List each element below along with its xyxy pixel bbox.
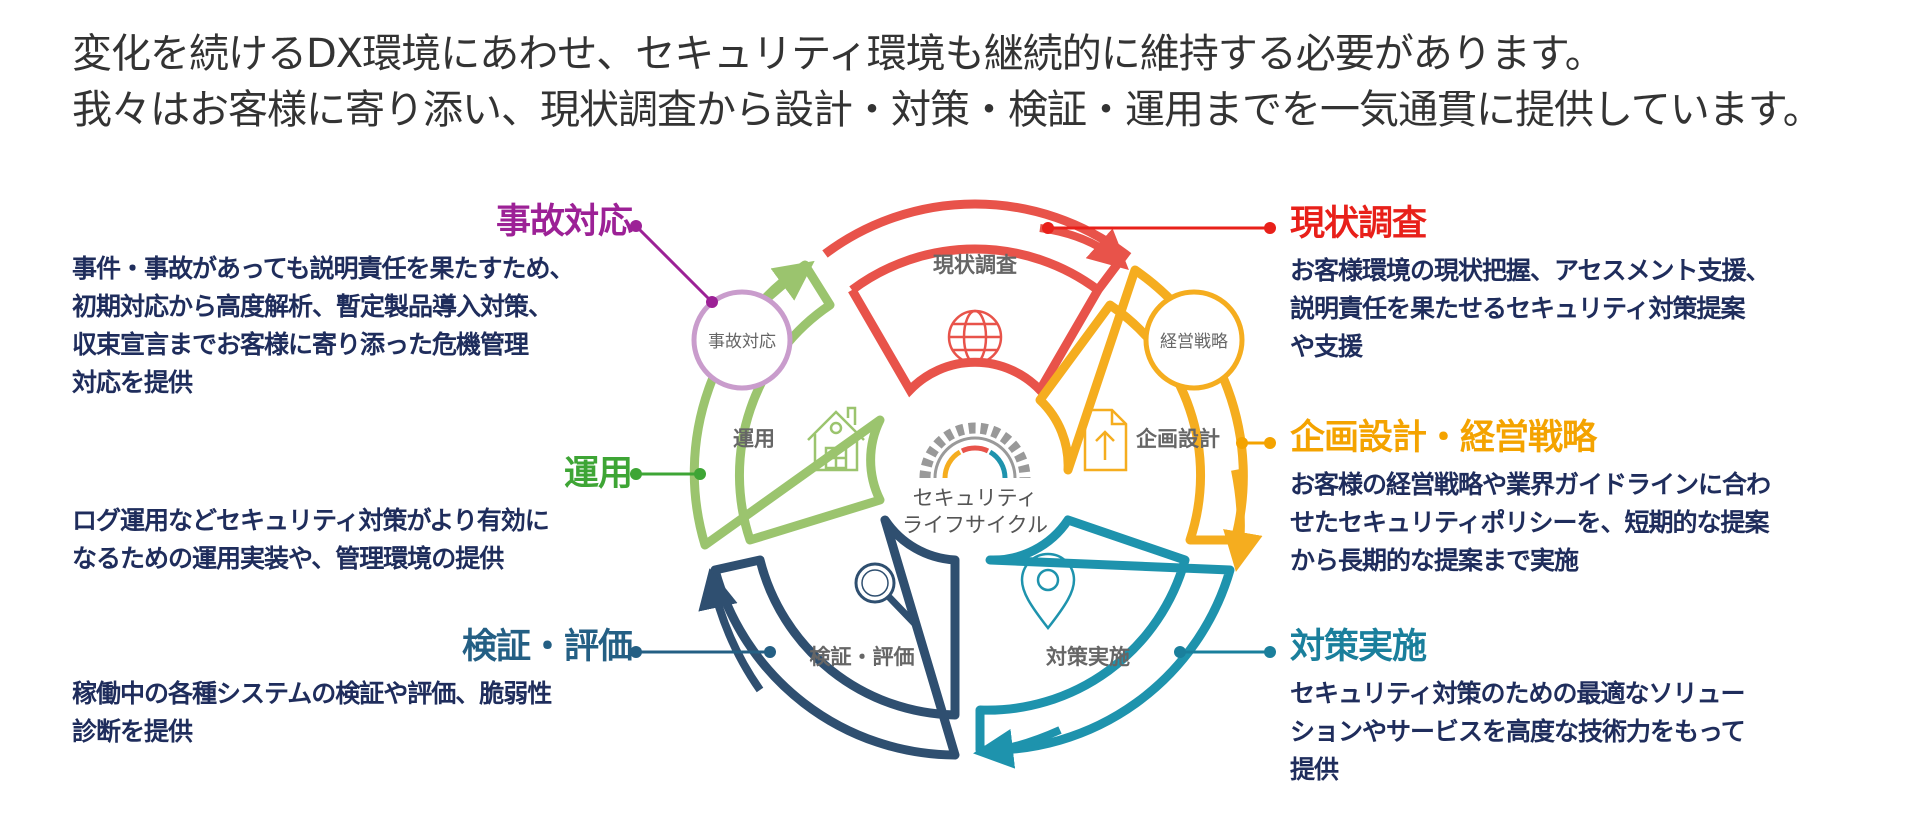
block-jiko: 事故対応 事件・事故があっても説明責任を果たすため、 初期対応から高度解析、暫定…	[72, 200, 633, 402]
connector-unyo	[630, 468, 706, 480]
block-unyo-line: ログ運用などセキュリティ対策がより有効に	[72, 506, 550, 535]
block-genjo-line: 説明責任を果たせるセキュリティ対策提案	[1290, 294, 1746, 323]
block-unyo-line: なるための運用実装や、管理環境の提供	[72, 544, 504, 573]
bubble-keiei-label: 経営戦略	[1160, 332, 1228, 352]
bubble-jiko-label: 事故対応	[708, 332, 776, 352]
block-taisaku-line: セキュリティ対策のための最適なソリュー	[1290, 679, 1746, 708]
block-jiko-title: 事故対応	[495, 202, 633, 242]
block-genjo-title: 現状調査	[1290, 204, 1427, 244]
gear-gauge-icon	[919, 422, 1031, 479]
connector-kensho	[630, 646, 776, 658]
globe-icon	[947, 309, 1003, 365]
block-kikaku-line: から長期的な提案まで実施	[1290, 546, 1579, 575]
block-kikaku-description: お客様の経営戦略や業界ガイドラインに合わ せたセキュリティポリシーを、短期的な提…	[1290, 466, 1890, 580]
block-kikaku-title: 企画設計・経営戦略	[1290, 418, 1597, 458]
segment-taisaku	[975, 515, 1235, 755]
block-kikaku-line: せたセキュリティポリシーを、短期的な提案	[1290, 508, 1770, 537]
bubble-keiei	[1143, 289, 1245, 391]
segment-label-genjo: 現状調査	[933, 253, 1017, 277]
block-genjo: 現状調査 お客様環境の現状把握、アセスメント支援、 説明責任を果たせるセキュリテ…	[1290, 202, 1890, 366]
block-kensho-line: 稼働中の各種システムの検証や評価、脆弱性	[72, 679, 552, 708]
block-genjo-description: お客様環境の現状把握、アセスメント支援、 説明責任を果たせるセキュリティ対策提案…	[1290, 252, 1890, 366]
block-jiko-line: 収束宣言までお客様に寄り添った危機管理	[72, 330, 529, 359]
block-taisaku-description: セキュリティ対策のための最適なソリュー ションやサービスを高度な技術力をもって …	[1290, 675, 1890, 789]
segment-genjo	[822, 199, 1132, 297]
intro-text: 変化を続けるDX環境にあわせ、セキュリティ環境も継続的に維持する必要があります。…	[72, 26, 1823, 138]
block-taisaku-line: ションやサービスを高度な技術力をもって	[1290, 717, 1746, 746]
block-jiko-line: 対応を提供	[72, 368, 193, 397]
arrow-kikaku-to-taisaku	[1223, 469, 1263, 572]
block-kensho-title: 検証・評価	[461, 627, 633, 667]
block-taisaku: 対策実施 セキュリティ対策のための最適なソリュー ションやサービスを高度な技術力…	[1290, 625, 1890, 789]
arrow-kensho-to-unyo	[698, 568, 764, 693]
connector-jiko	[630, 220, 718, 308]
arrow-taisaku-to-kensho	[973, 726, 1062, 769]
block-jiko-line: 初期対応から高度解析、暫定製品導入対策、	[72, 292, 553, 321]
connector-kikaku	[1236, 437, 1276, 449]
center-label-line-2: ライフサイクル	[902, 513, 1048, 537]
center-label-line-1: セキュリティ	[913, 486, 1038, 510]
connector-taisaku	[1174, 646, 1276, 658]
block-jiko-description: 事件・事故があっても説明責任を果たすため、 初期対応から高度解析、暫定製品導入対…	[72, 250, 632, 402]
block-unyo-description: ログ運用などセキュリティ対策がより有効に なるための運用実装や、管理環境の提供	[72, 502, 632, 578]
block-genjo-line: や支援	[1290, 332, 1363, 361]
block-unyo: 運用 ログ運用などセキュリティ対策がより有効に なるための運用実装や、管理環境の…	[72, 452, 633, 578]
block-unyo-title: 運用	[563, 454, 633, 494]
house-icon	[807, 406, 865, 472]
block-jiko-line: 事件・事故があっても説明責任を果たすため、	[72, 254, 575, 283]
location-pin-icon	[1020, 552, 1076, 631]
block-genjo-line: お客様環境の現状把握、アセスメント支援、	[1290, 256, 1771, 285]
segment-label-kensho: 検証・評価	[810, 645, 915, 669]
magnifier-icon	[854, 562, 919, 628]
segment-label-kikaku: 企画設計	[1135, 427, 1220, 451]
bubble-jiko	[691, 289, 793, 391]
block-kensho: 検証・評価 稼働中の各種システムの検証や評価、脆弱性 診断を提供	[72, 625, 633, 751]
connector-genjo	[1042, 222, 1276, 234]
block-kensho-line: 診断を提供	[72, 717, 193, 746]
block-taisaku-line: 提供	[1290, 755, 1339, 784]
block-kikaku: 企画設計・経営戦略 お客様の経営戦略や業界ガイドラインに合わ せたセキュリティポ…	[1290, 416, 1890, 580]
segment-label-taisaku: 対策実施	[1046, 645, 1130, 669]
block-kensho-description: 稼働中の各種システムの検証や評価、脆弱性 診断を提供	[72, 675, 632, 751]
block-kikaku-line: お客様の経営戦略や業界ガイドラインに合わ	[1290, 470, 1771, 499]
segment-label-unyo: 運用	[733, 427, 775, 451]
segment-kensho	[710, 515, 960, 760]
block-taisaku-title: 対策実施	[1290, 627, 1427, 667]
document-upload-icon	[1083, 408, 1128, 472]
intro-line-2: 我々はお客様に寄り添い、現状調査から設計・対策・検証・運用までを一気通貫に提供し…	[72, 87, 1823, 133]
intro-line-1: 変化を続けるDX環境にあわせ、セキュリティ環境も継続的に維持する必要があります。	[72, 31, 1605, 77]
